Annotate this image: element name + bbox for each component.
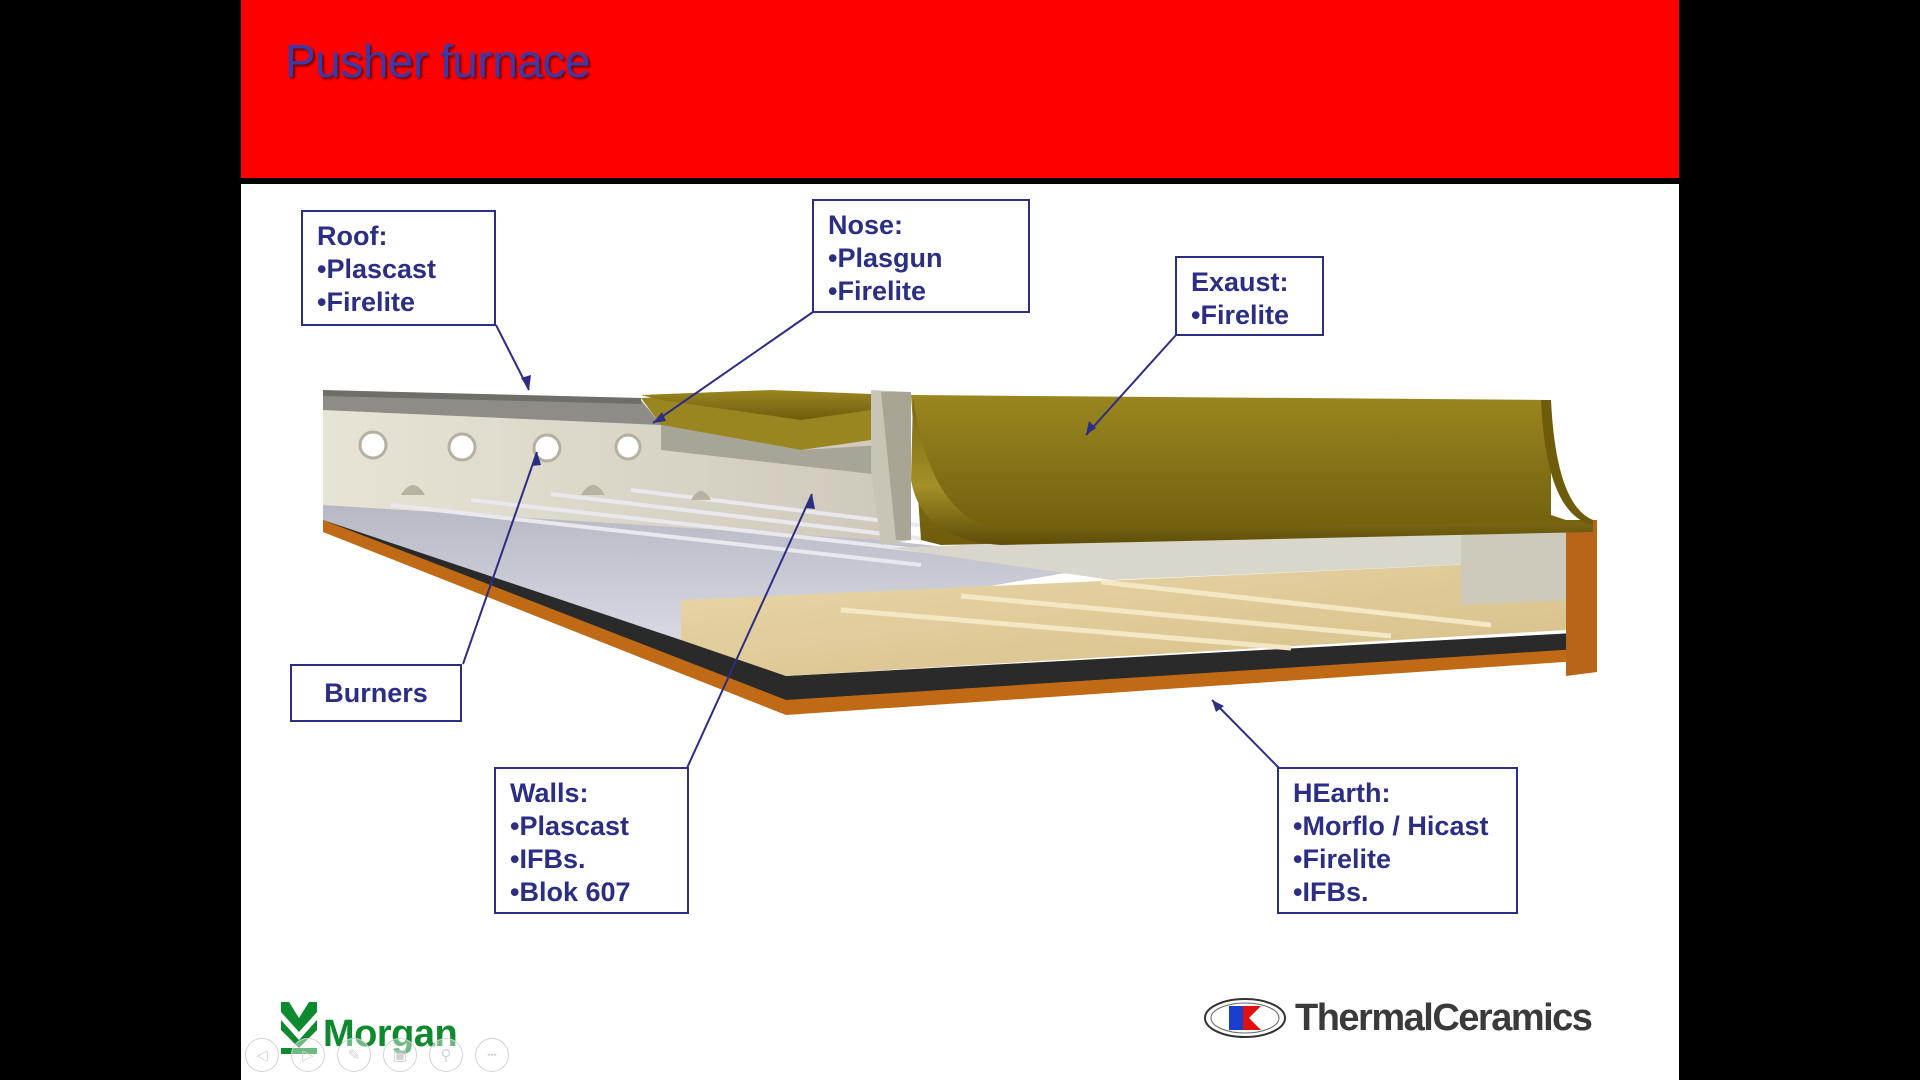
nose-callout: Nose: •Plasgun •Firelite: [812, 199, 1030, 313]
hearth-callout-item: •IFBs.: [1293, 877, 1369, 907]
nose-callout-item: •Plasgun: [828, 243, 943, 273]
next-slide-button[interactable]: ▷: [291, 1038, 325, 1072]
slides-grid-icon: ▣: [392, 1047, 408, 1064]
burners-callout: Burners: [290, 664, 462, 722]
nose-callout-heading: Nose:: [828, 210, 904, 240]
more-options-button[interactable]: •••: [475, 1038, 509, 1072]
hearth-callout-item: •Firelite: [1293, 844, 1391, 874]
zoom-button[interactable]: ⚲: [429, 1038, 463, 1072]
magnifier-icon: ⚲: [440, 1047, 452, 1064]
hearth-callout-heading: HEarth:: [1293, 778, 1391, 808]
thermal-ceramics-mark-icon: [1204, 998, 1286, 1038]
callout-leader-lines: [462, 311, 1280, 769]
see-all-slides-button[interactable]: ▣: [383, 1038, 417, 1072]
thermal-ceramics-logo-text: ThermalCeramics: [1295, 996, 1593, 1039]
thermal-ceramics-logo: ThermalCeramics: [1203, 996, 1593, 1040]
walls-callout-heading: Walls:: [510, 778, 589, 808]
hearth-callout-item: •Morflo / Hicast: [1293, 811, 1489, 841]
walls-callout-item: •IFBs.: [510, 844, 586, 874]
title-rule: [241, 178, 1679, 184]
exhaust-callout: Exaust: •Firelite: [1175, 256, 1324, 336]
arrow-right-icon: ▷: [302, 1047, 314, 1064]
walls-callout-item: •Blok 607: [510, 877, 631, 907]
more-icon: •••: [487, 1050, 497, 1060]
exhaust-callout-heading: Exaust:: [1191, 267, 1289, 297]
pen-icon: ✎: [347, 1047, 361, 1064]
previous-slide-button[interactable]: ◁: [245, 1038, 279, 1072]
arrow-left-icon: ◁: [256, 1047, 268, 1064]
nose-callout-item: •Firelite: [828, 276, 926, 306]
pen-button[interactable]: ✎: [337, 1038, 371, 1072]
roof-callout-item: •Firelite: [317, 287, 415, 317]
title-bar: [241, 0, 1679, 178]
roof-callout: Roof: •Plascast •Firelite: [301, 210, 496, 326]
hearth-callout: HEarth: •Morflo / Hicast •Firelite •IFBs…: [1277, 767, 1518, 914]
walls-callout: Walls: •Plascast •IFBs. •Blok 607: [494, 767, 689, 914]
slide-title: Pusher furnace: [285, 35, 590, 87]
exhaust-callout-item: •Firelite: [1191, 300, 1289, 330]
slide: Pusher furnace: [241, 0, 1679, 1080]
walls-callout-item: •Plascast: [510, 811, 630, 841]
presenter-toolbar: ◁ ▷ ✎ ▣ ⚲ •••: [245, 1038, 509, 1072]
roof-callout-item: •Plascast: [317, 254, 437, 284]
roof-callout-heading: Roof:: [317, 221, 388, 251]
furnace-illustration: [323, 390, 1597, 715]
burners-callout-heading: Burners: [324, 678, 428, 708]
